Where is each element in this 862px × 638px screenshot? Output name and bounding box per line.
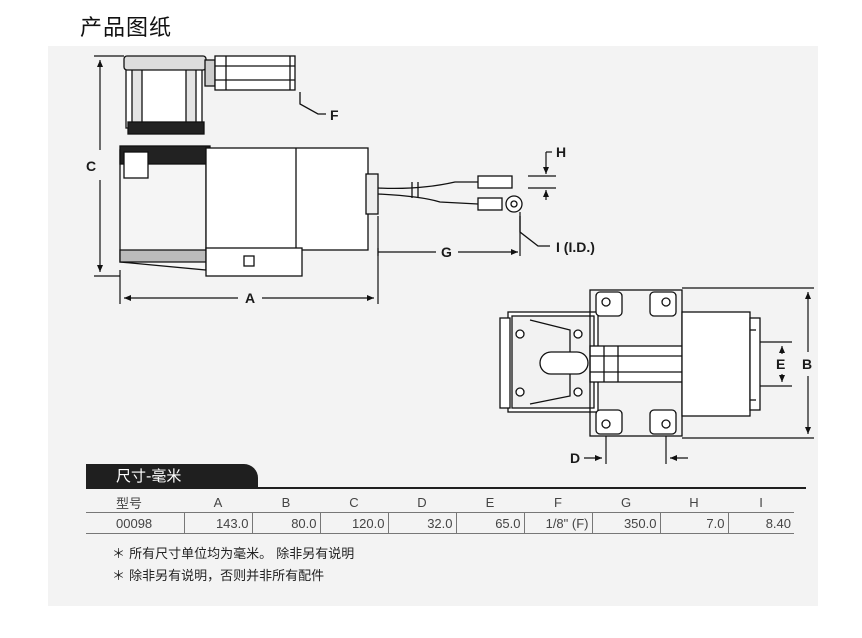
dim-label-f: F xyxy=(330,107,339,123)
header-g: G xyxy=(620,494,632,510)
header-d: D xyxy=(417,494,427,510)
dim-d xyxy=(584,436,688,464)
dim-label-i: I (I.D.) xyxy=(556,239,595,255)
dim-label-d: D xyxy=(570,450,580,466)
header-e: E xyxy=(485,494,495,510)
dim-label-b: B xyxy=(802,356,812,372)
dim-label-g: G xyxy=(441,244,452,260)
notes: ＊ 所有尺寸单位均为毫米。 除非另有说明 ＊ 除非另有说明，否则并非所有配件 xyxy=(112,544,354,588)
table-header-row: 型号 A B C D E F G H I xyxy=(86,492,794,513)
leader-f xyxy=(299,92,326,115)
dimensions-section-title: 尺寸-毫米 xyxy=(86,464,258,488)
header-model: 型号 xyxy=(116,495,143,511)
dim-label-e: E xyxy=(776,356,785,372)
technical-drawing: C A G F H I (I.D.) xyxy=(86,55,814,466)
cell-a: 143.0 xyxy=(184,512,253,534)
section-divider xyxy=(86,487,806,489)
header-c: C xyxy=(349,494,359,510)
dimensions-table: 型号 A B C D E F G H I 00098 143.0 80.0 12… xyxy=(86,492,794,534)
cell-c: 120.0 xyxy=(320,512,389,534)
cell-h: 7.0 xyxy=(660,512,729,534)
cell-g: 350.0 xyxy=(592,512,661,534)
cell-b: 80.0 xyxy=(252,512,321,534)
dim-label-h: H xyxy=(556,144,566,160)
pump-top-view xyxy=(499,289,761,437)
dim-b xyxy=(682,287,814,439)
dim-a xyxy=(119,216,379,304)
cell-d: 32.0 xyxy=(388,512,457,534)
pump-side-view xyxy=(119,55,523,277)
header-h: H xyxy=(689,494,699,510)
cell-f: 1/8" (F) xyxy=(524,512,593,534)
leader-i xyxy=(519,216,550,247)
dim-e xyxy=(760,341,792,387)
dim-label-a: A xyxy=(245,290,255,306)
header-b: B xyxy=(281,494,291,510)
page-title: 产品图纸 xyxy=(80,16,173,41)
cell-model: 00098 xyxy=(86,512,185,534)
dim-c xyxy=(94,55,124,277)
dim-label-c: C xyxy=(86,158,96,174)
table-row: 00098 143.0 80.0 120.0 32.0 65.0 1/8" (F… xyxy=(86,512,794,534)
note-item: ＊ 除非另有说明，否则并非所有配件 xyxy=(112,569,325,584)
header-f: F xyxy=(554,494,562,510)
cell-e: 65.0 xyxy=(456,512,525,534)
header-i: I xyxy=(759,494,763,510)
header-a: A xyxy=(213,494,223,510)
note-item: ＊ 所有尺寸单位均为毫米。 除非另有说明 xyxy=(112,547,355,562)
cell-i: 8.40 xyxy=(728,512,794,534)
dim-h xyxy=(528,151,556,200)
